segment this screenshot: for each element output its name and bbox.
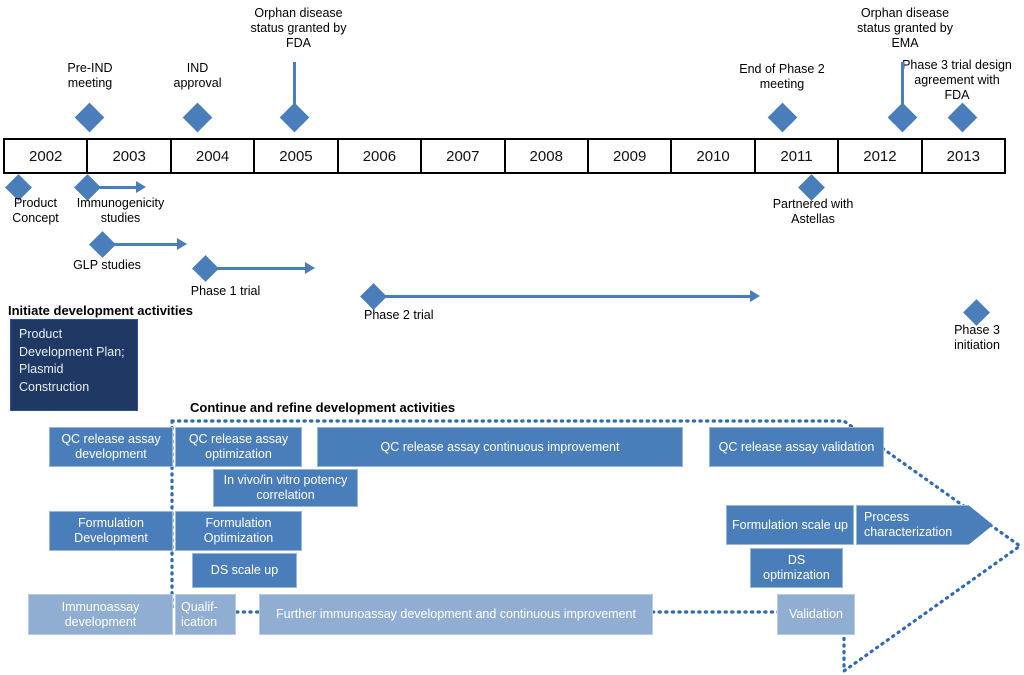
milestone-marker-ind-approval [182,102,213,133]
box-product-development-plan[interactable]: Product Development Plan; Plasmid Constr… [10,319,138,411]
box-in-vivo-in-vitro-potency-correlation[interactable]: In vivo/in vitro potency correlation [213,469,358,507]
box-qc-release-assay-validation[interactable]: QC release assay validation [709,427,884,467]
box-label: Formulation Optimization [203,516,274,545]
phase1-arrow-line [213,267,308,270]
milestone-caption-product-concept: Product Concept [12,196,59,225]
milestone-marker-phase3-init [963,299,990,326]
box-label: Validation [789,607,843,621]
milestone-caption-phase3-design: Phase 3 trial design agreement with FDA [902,58,1012,102]
box-label: Product Development Plan; Plasmid Constr… [19,327,125,394]
milestone-caption-phase1: Phase 1 trial [190,284,261,298]
milestone-caption-ind-approval: IND approval [173,61,222,90]
box-label: QC release assay development [61,432,161,461]
milestone-stem-orphan-fda [293,62,296,112]
milestone-marker-end-phase2 [767,102,798,133]
box-qc-release-assay-optimization[interactable]: QC release assay optimization [175,427,302,467]
box-label: Immunoassay development [61,599,140,629]
glp-arrow-line [110,243,180,246]
box-label: Formulation Development [74,516,148,545]
box-validation[interactable]: Validation [777,594,855,635]
immunogenicity-arrow-head [136,181,146,193]
box-formulation-scale-up[interactable]: Formulation scale up [726,505,854,545]
box-qc-release-assay-development[interactable]: QC release assay development [49,427,173,467]
year-cell[interactable]: 2009 [588,140,673,172]
box-label: Process characterization [864,510,953,539]
header-continue-development: Continue and refine development activiti… [190,400,456,415]
milestone-caption-orphan-ema: Orphan disease status granted by EMA [857,6,953,50]
glp-arrow-head [177,238,187,250]
phase2-arrow-line [381,295,754,298]
year-cell[interactable]: 2007 [422,140,506,172]
box-ds-optimization[interactable]: DS optimization [750,548,843,588]
box-label: Further immunoassay development and cont… [276,607,636,621]
year-cell[interactable]: 2013 [922,140,1005,172]
box-ds-scale-up[interactable]: DS scale up [192,553,297,588]
year-cell[interactable]: 2005 [255,140,339,172]
box-label: QC release assay optimization [188,432,289,461]
milestone-caption-orphan-fda: Orphan disease status granted by FDA [250,6,347,50]
year-cell[interactable]: 2002 [5,140,89,172]
milestone-marker-pre-ind [74,102,105,133]
header-initiate-development: Initiate development activities [8,303,193,318]
box-process-characterization[interactable]: Process characterization [856,505,993,545]
box-label: DS scale up [210,563,279,577]
phase1-arrow-head [305,262,315,274]
year-cell[interactable]: 2008 [505,140,589,172]
box-formulation-development[interactable]: Formulation Development [49,511,173,551]
year-cell[interactable]: 2004 [171,140,256,172]
year-cell[interactable]: 2012 [839,140,923,172]
box-label: QC release assay continuous improvement [380,439,620,454]
milestone-caption-phase2: Phase 2 trial [364,308,434,322]
milestone-caption-pre-ind: Pre-IND meeting [67,61,113,90]
box-further-immunoassay-development[interactable]: Further immunoassay development and cont… [259,594,653,635]
box-label: QC release assay validation [718,439,875,454]
milestone-marker-orphan-fda [279,102,310,133]
milestone-caption-partnered: Partnered with Astellas [772,197,854,226]
box-label: Formulation scale up [731,517,849,532]
milestone-caption-end-phase2: End of Phase 2 meeting [739,62,825,91]
box-immunoassay-development[interactable]: Immunoassay development [28,594,173,635]
box-formulation-optimization[interactable]: Formulation Optimization [175,511,302,551]
box-qualification[interactable]: Qualif- ication [175,594,236,635]
milestone-caption-phase3-init: Phase 3 initiation [954,323,1000,352]
year-cell[interactable]: 2010 [672,140,756,172]
milestone-stem-orphan-ema [901,62,904,112]
immunogenicity-arrow-line [95,186,139,189]
box-label: In vivo/in vitro potency correlation [223,473,348,502]
milestone-marker-phase3-design [947,102,978,133]
milestone-caption-immunogenicity: Immunogenicity studies [76,196,165,225]
year-cell[interactable]: 2006 [338,140,423,172]
milestone-marker-orphan-ema [887,102,918,133]
box-label: DS optimization [763,553,830,582]
phase2-arrow-head [750,290,760,302]
year-timeline: 2002 2003 2004 2005 2006 2007 2008 2009 … [3,138,1006,174]
box-qc-release-assay-continuous-improvement[interactable]: QC release assay continuous improvement [317,427,683,467]
milestone-caption-glp: GLP studies [73,258,141,272]
year-cell[interactable]: 2011 [755,140,840,172]
year-cell[interactable]: 2003 [88,140,172,172]
box-label: Qualif- ication [181,599,218,629]
